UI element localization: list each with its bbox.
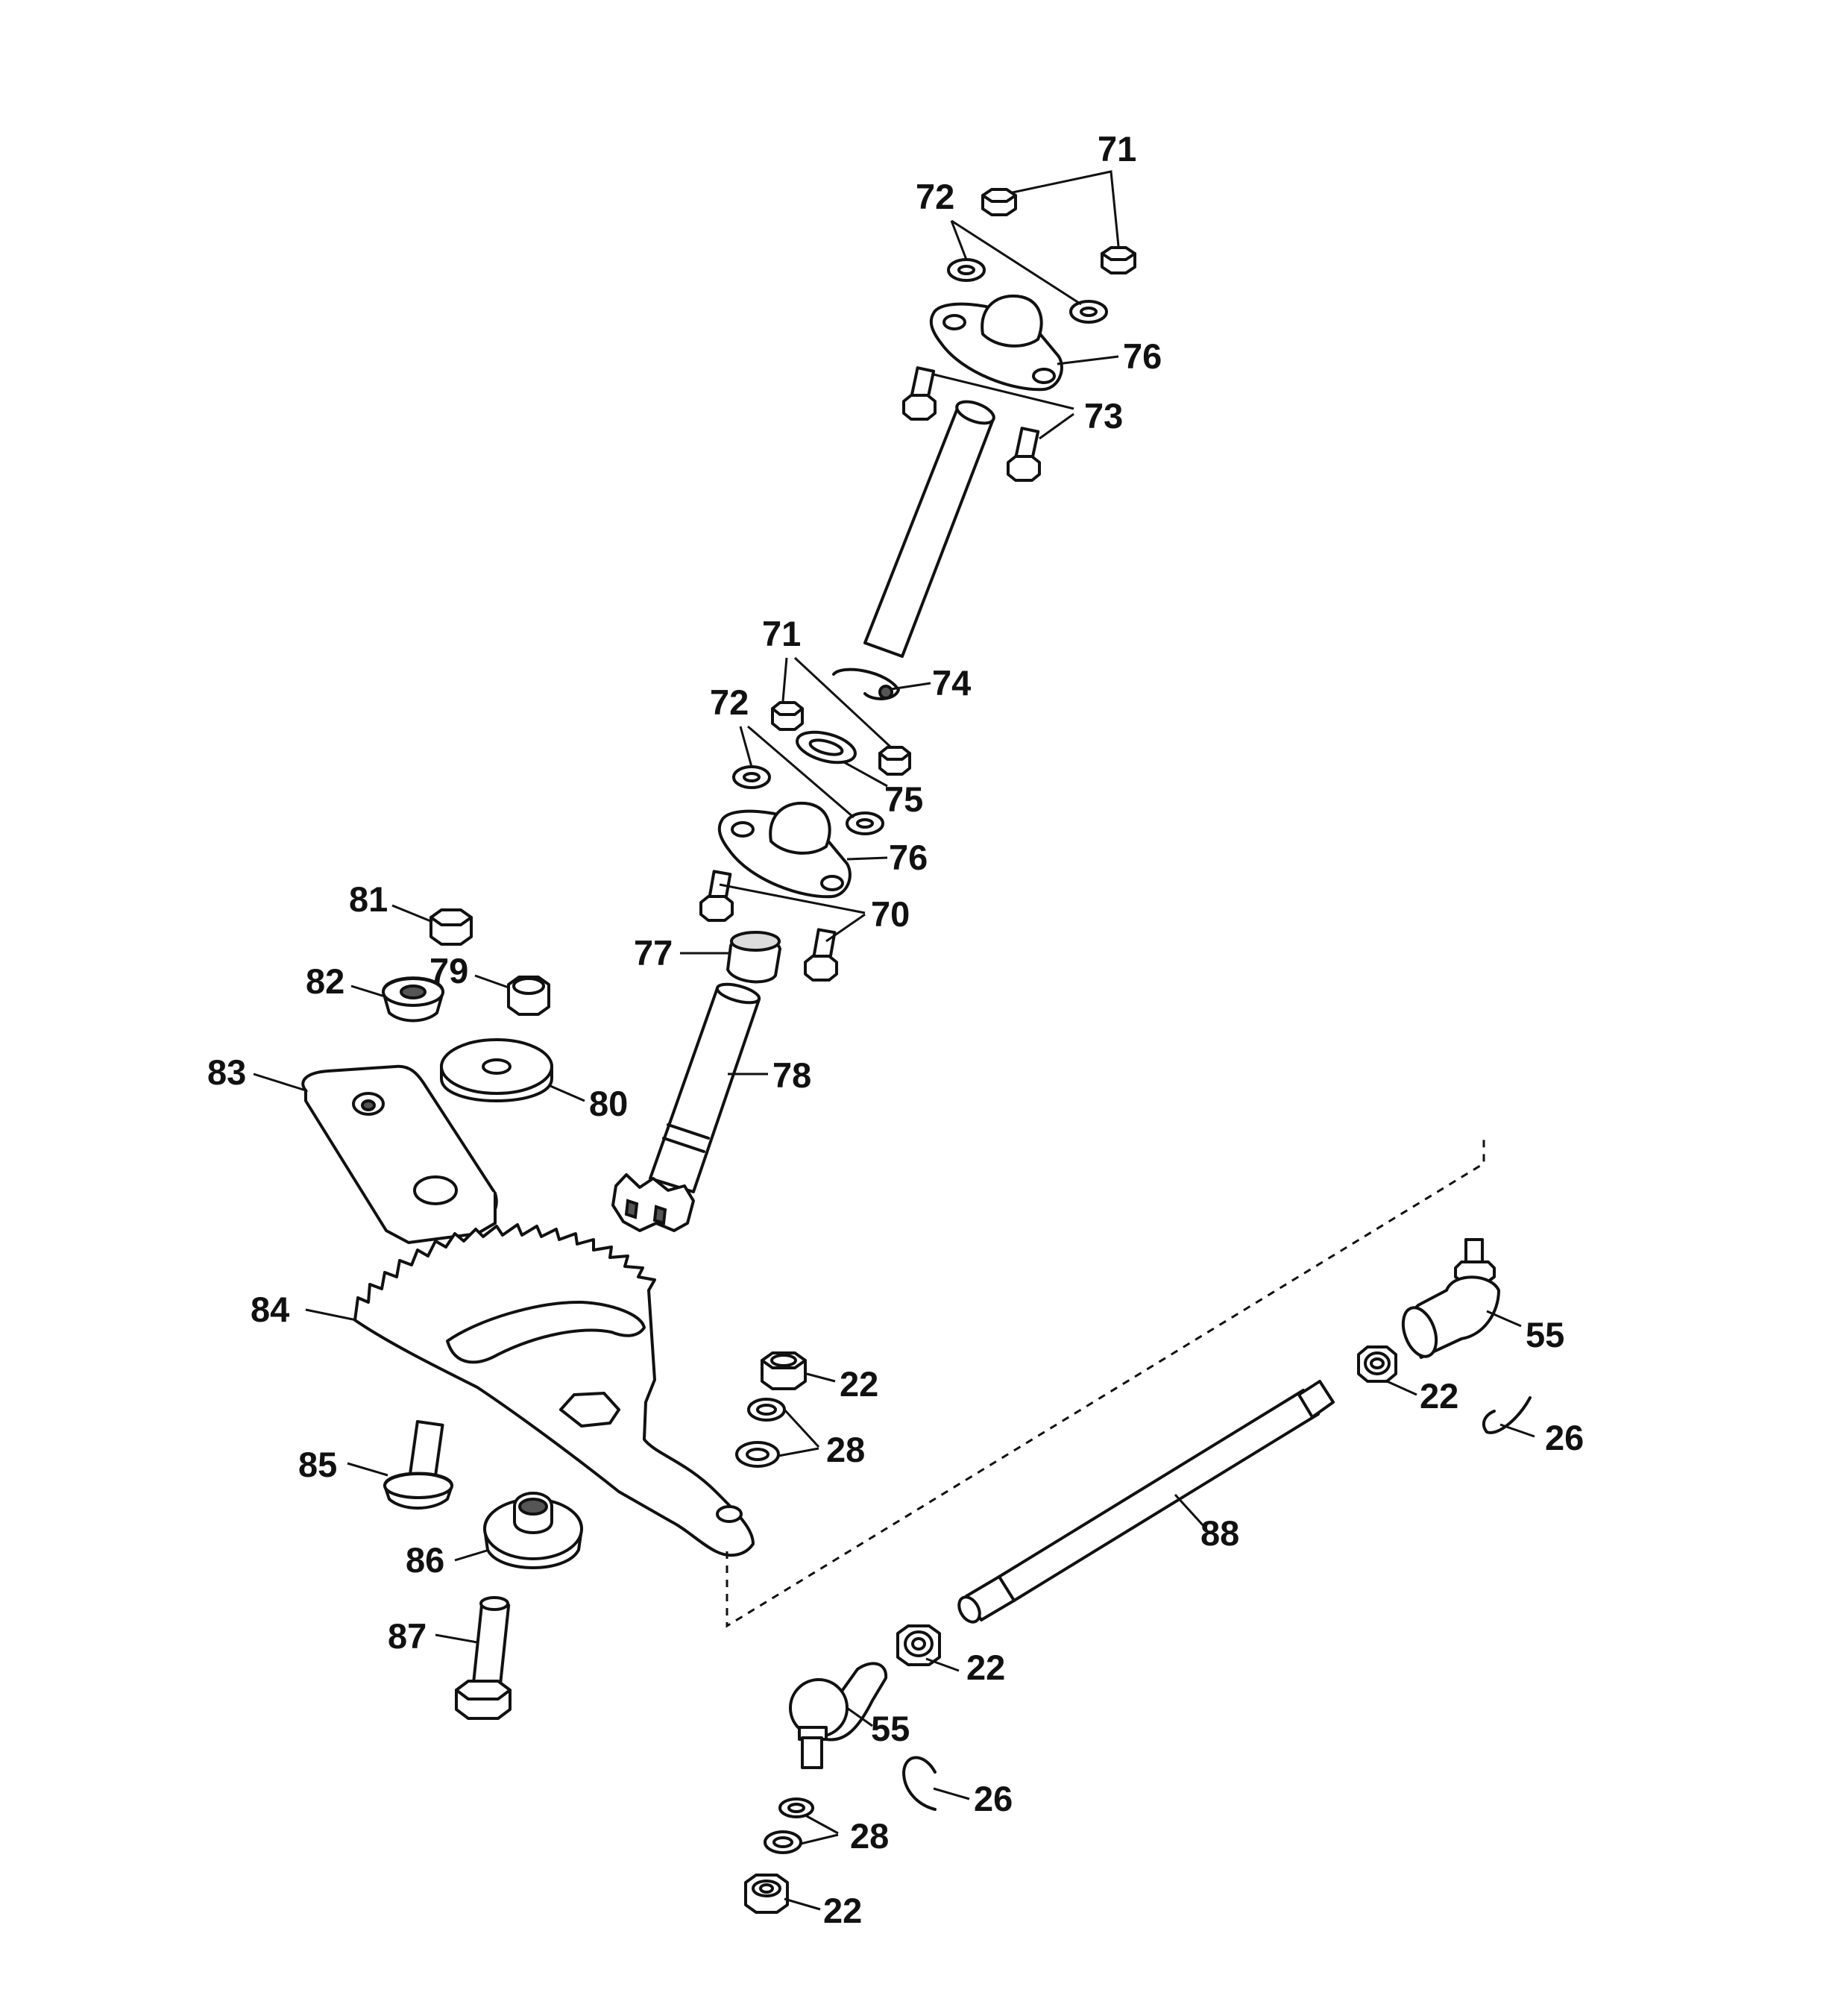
- callout-22-lower-middle: 22: [966, 1648, 1005, 1687]
- bolt-73-right: [1007, 427, 1041, 482]
- callout-labels: 71 72 76 73 74 71 72 75 76 70 81 79 82 7…: [207, 129, 1584, 1930]
- callout-55-upper: 55: [1526, 1315, 1564, 1354]
- sector-gear-84: [353, 1223, 755, 1557]
- flange-bearing-76-top: [929, 294, 1063, 392]
- washer-80: [440, 1038, 553, 1102]
- callout-80: 80: [589, 1084, 628, 1123]
- washer-28-lower-bottom: [764, 1830, 802, 1854]
- callout-73: 73: [1084, 396, 1123, 436]
- nut-79: [507, 976, 550, 1016]
- callout-75: 75: [884, 779, 923, 819]
- nut-81: [429, 908, 473, 946]
- callout-79: 79: [429, 951, 468, 990]
- ball-joint-55-upper: [1401, 1238, 1500, 1359]
- callout-70: 70: [871, 894, 910, 934]
- washer-28-middle-bottom: [735, 1441, 780, 1468]
- callout-86: 86: [406, 1540, 444, 1580]
- nut-71-lower-left: [771, 701, 804, 731]
- callout-28-lower: 28: [850, 1816, 889, 1856]
- nut-22-bottom: [744, 1874, 789, 1914]
- bushing-77: [726, 931, 781, 984]
- nut-22-middle: [761, 1351, 807, 1390]
- washer-72-top-left: [947, 258, 986, 282]
- bushing-86: [483, 1492, 583, 1569]
- bolt-73-left: [902, 366, 937, 421]
- callout-82: 82: [306, 961, 344, 1001]
- steering-shaft-upper: [863, 400, 995, 658]
- nut-71-top-right: [1101, 246, 1136, 274]
- callout-85: 85: [298, 1445, 337, 1484]
- clip-26-upper: [1482, 1396, 1532, 1434]
- callout-88: 88: [1200, 1513, 1239, 1553]
- circlip-74: [832, 668, 900, 700]
- callout-28-middle: 28: [826, 1430, 865, 1469]
- callout-22-middle: 22: [840, 1364, 878, 1404]
- washer-72-lower-right: [846, 811, 884, 835]
- grommet-82: [382, 976, 444, 1023]
- bushing-75: [796, 730, 857, 764]
- callout-83: 83: [207, 1052, 246, 1092]
- callout-87: 87: [388, 1616, 427, 1656]
- washer-28-middle-top: [747, 1398, 786, 1422]
- leader-lines: [253, 170, 1535, 1911]
- callout-78: 78: [772, 1055, 811, 1095]
- callout-71-lower: 71: [762, 614, 801, 653]
- callout-55-lower: 55: [871, 1709, 910, 1748]
- washer-28-lower-top: [778, 1797, 814, 1818]
- nut-22-upper-right: [1357, 1345, 1397, 1383]
- callout-76-top: 76: [1123, 336, 1162, 376]
- bolt-70-left: [699, 870, 734, 922]
- callout-72-lower: 72: [710, 682, 749, 722]
- nut-71-top-left: [981, 188, 1017, 216]
- callout-71-top: 71: [1098, 129, 1136, 169]
- callout-26-upper: 26: [1545, 1418, 1584, 1457]
- callout-77: 77: [634, 933, 673, 973]
- callout-26-lower: 26: [974, 1779, 1013, 1818]
- plate-83: [301, 1064, 498, 1244]
- pinion-shaft-78: [611, 982, 761, 1232]
- callout-76-lower: 76: [889, 838, 928, 877]
- callout-84: 84: [251, 1290, 289, 1329]
- nut-71-lower-right: [878, 746, 911, 776]
- tie-rod-88: [957, 1380, 1335, 1624]
- callout-22-upper-right: 22: [1420, 1376, 1458, 1416]
- pivot-bolt-85: [383, 1420, 453, 1510]
- callout-72-top: 72: [916, 177, 954, 216]
- bolt-87: [455, 1596, 512, 1720]
- callout-81: 81: [349, 879, 388, 919]
- washer-72-top-right: [1069, 300, 1108, 324]
- callout-74: 74: [932, 663, 971, 703]
- callout-22-bottom: 22: [823, 1891, 862, 1930]
- flange-bearing-76-lower: [717, 801, 852, 899]
- clip-26-lower: [902, 1756, 937, 1811]
- washer-72-lower-left: [732, 765, 771, 789]
- nut-22-lower-middle: [896, 1624, 941, 1666]
